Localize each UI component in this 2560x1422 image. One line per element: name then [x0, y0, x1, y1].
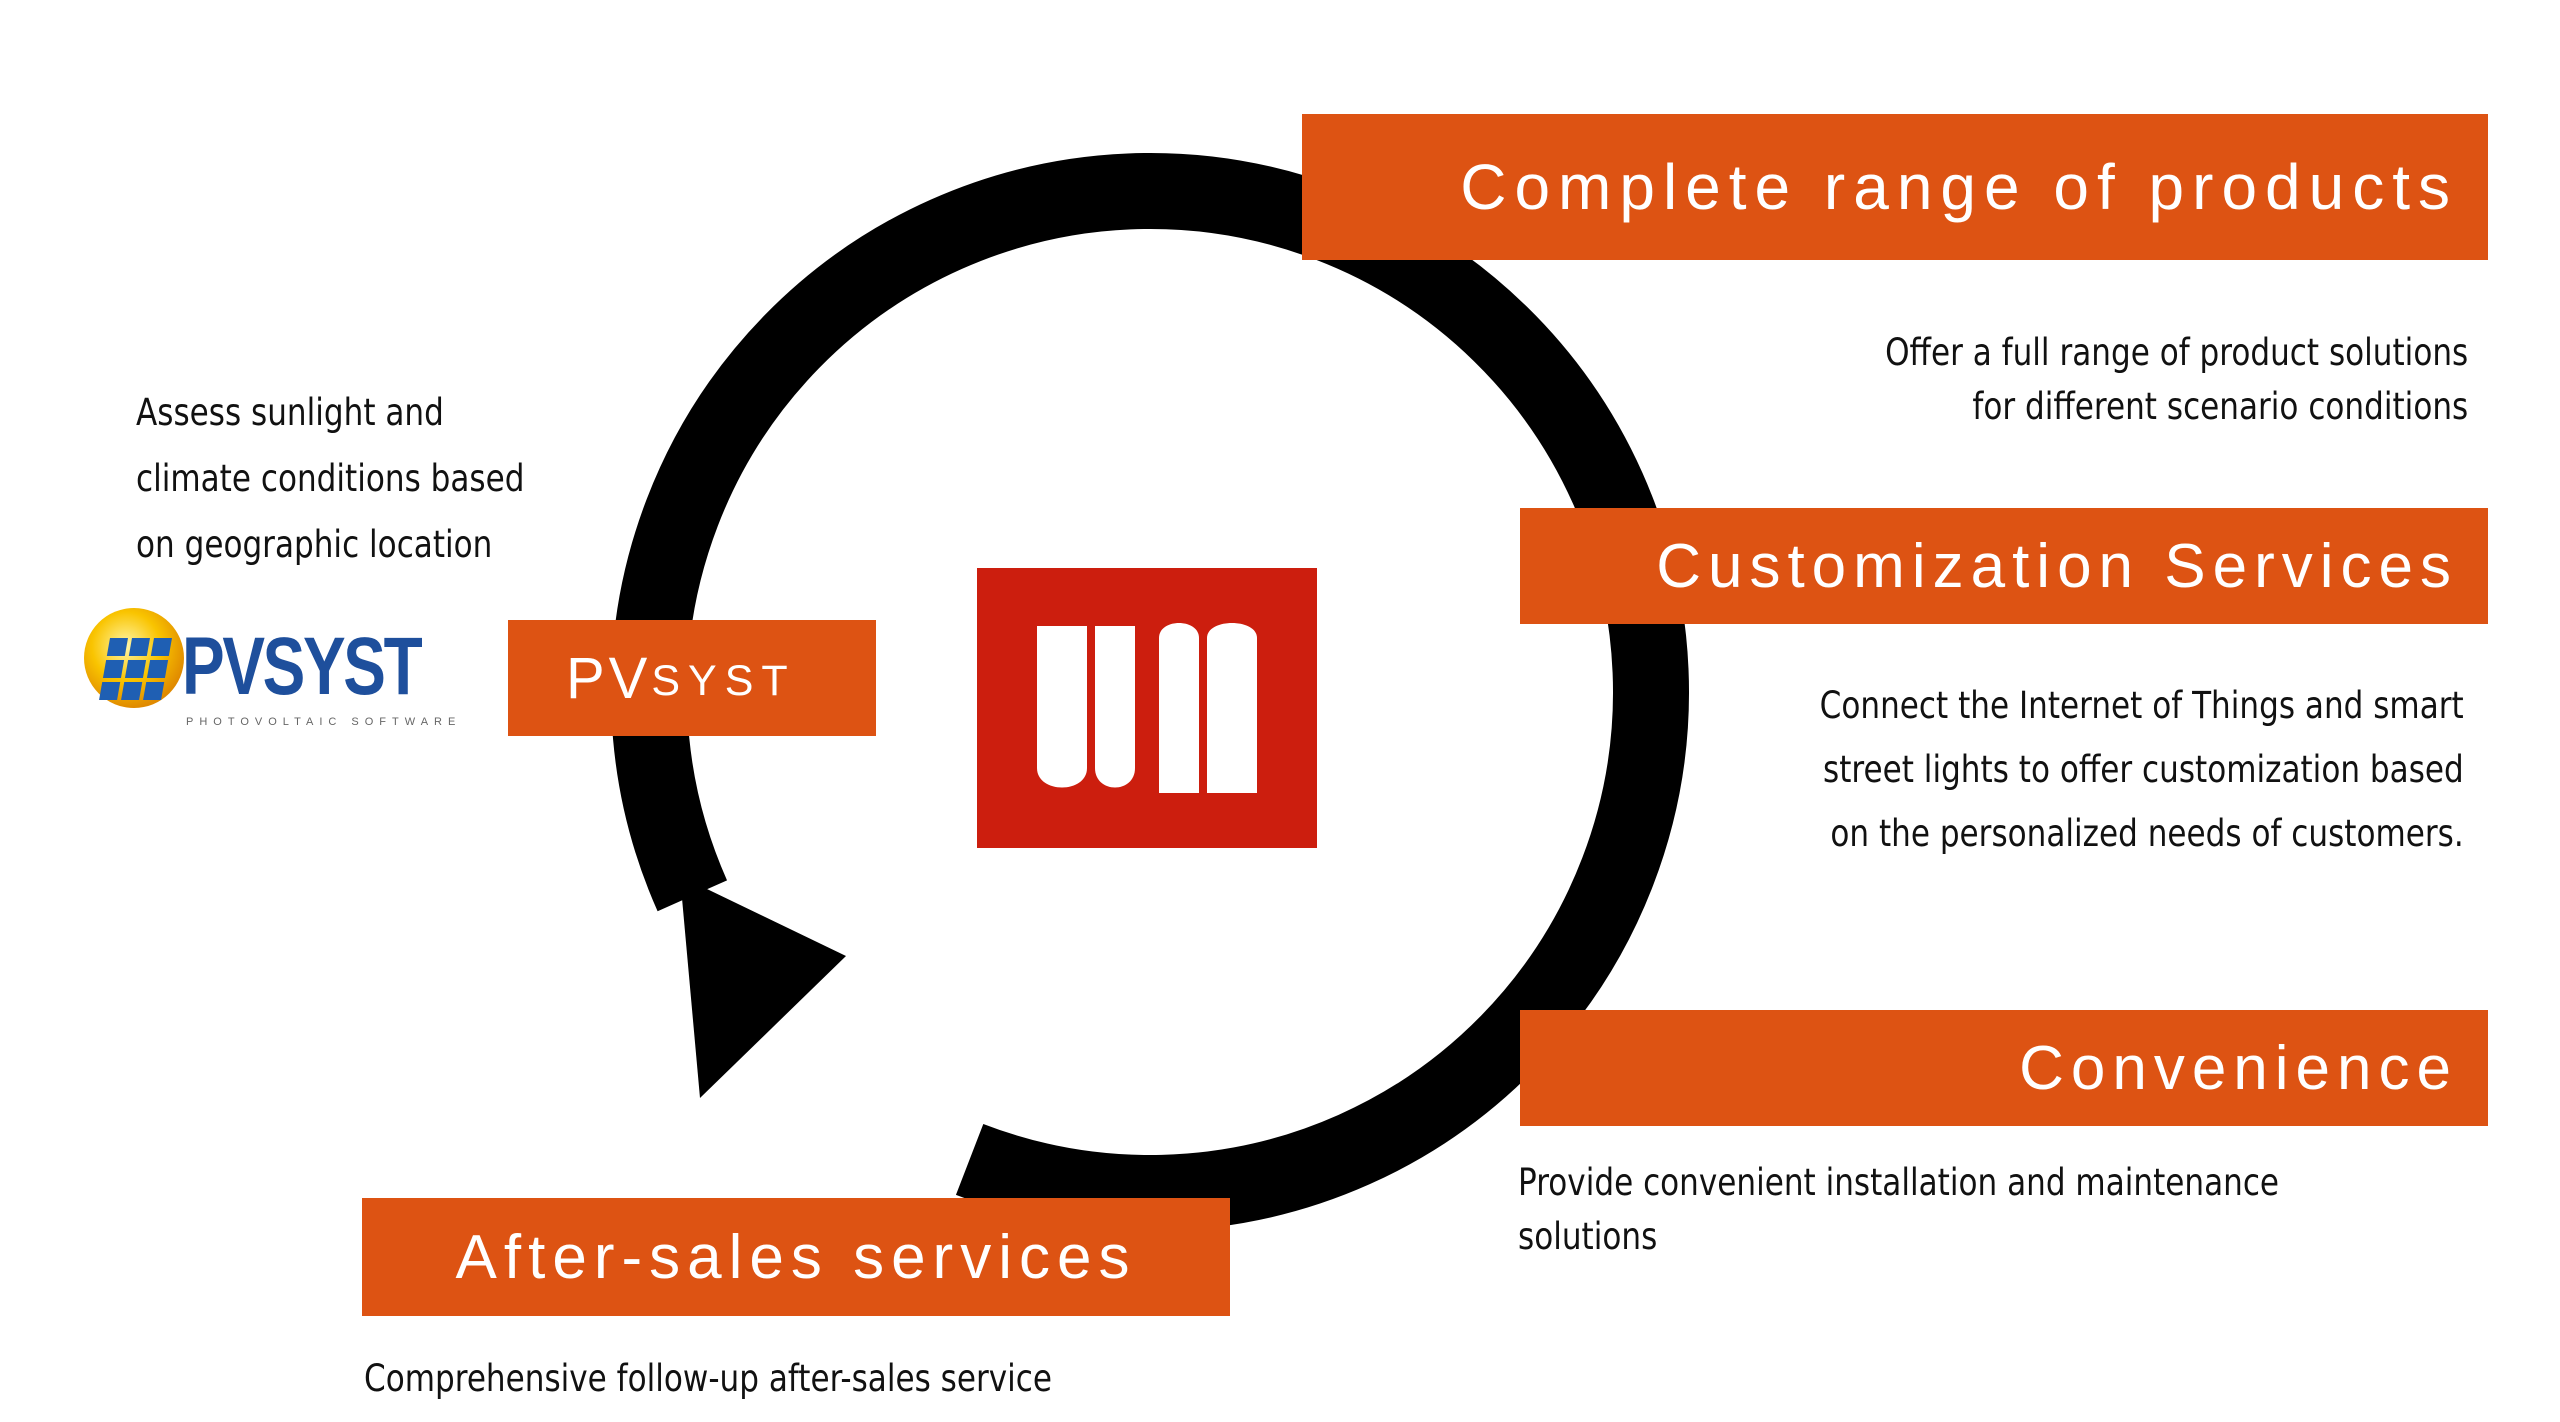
- company-logo-icon: [977, 568, 1317, 848]
- pvsyst-logo-icon: PVSYST PHOTOVOLTAIC SOFTWARE: [82, 604, 482, 734]
- pvsyst-logo-wordmark: PVSYST: [182, 621, 423, 712]
- convenience-banner: Convenience: [1520, 1010, 2488, 1126]
- pvsyst-banner-pv: PV: [566, 645, 652, 711]
- pvsyst-description: Assess sunlight and climate conditions b…: [136, 386, 524, 572]
- after-sales-banner: After-sales services: [362, 1198, 1230, 1316]
- description-line: solutions: [1518, 1215, 1658, 1258]
- products-description: Offer a full range of product solutions …: [1885, 326, 2468, 434]
- products-banner: Complete range of products: [1302, 114, 2488, 260]
- pvsyst-banner-syst: SYST: [651, 656, 796, 705]
- customization-description: Connect the Internet of Things and smart…: [1820, 674, 2464, 866]
- convenience-description: Provide convenient installation and main…: [1518, 1156, 2279, 1264]
- products-title: Complete range of products: [1460, 151, 2458, 223]
- description-line: Comprehensive follow-up after-sales serv…: [364, 1357, 1053, 1400]
- pvsyst-logo-subtitle: PHOTOVOLTAIC SOFTWARE: [186, 716, 462, 728]
- after-sales-title: After-sales services: [455, 1222, 1137, 1292]
- customization-title: Customization Services: [1656, 531, 2458, 601]
- description-line: street lights to offer customization bas…: [1823, 748, 2464, 791]
- description-line: Offer a full range of product solutions: [1884, 331, 2468, 374]
- customization-banner: Customization Services: [1520, 508, 2488, 624]
- description-line: for different scenario conditions: [1972, 385, 2468, 428]
- description-line: on geographic location: [136, 523, 493, 566]
- description-line: climate conditions based: [136, 457, 525, 500]
- description-line: Provide convenient installation and main…: [1518, 1161, 2280, 1204]
- convenience-title: Convenience: [2019, 1033, 2458, 1103]
- after-sales-description: Comprehensive follow-up after-sales serv…: [364, 1352, 1052, 1406]
- pvsyst-banner: PV SYST: [508, 620, 876, 736]
- description-line: Assess sunlight and: [136, 391, 444, 434]
- description-line: Connect the Internet of Things and smart: [1819, 684, 2464, 727]
- description-line: on the personalized needs of customers.: [1830, 812, 2464, 855]
